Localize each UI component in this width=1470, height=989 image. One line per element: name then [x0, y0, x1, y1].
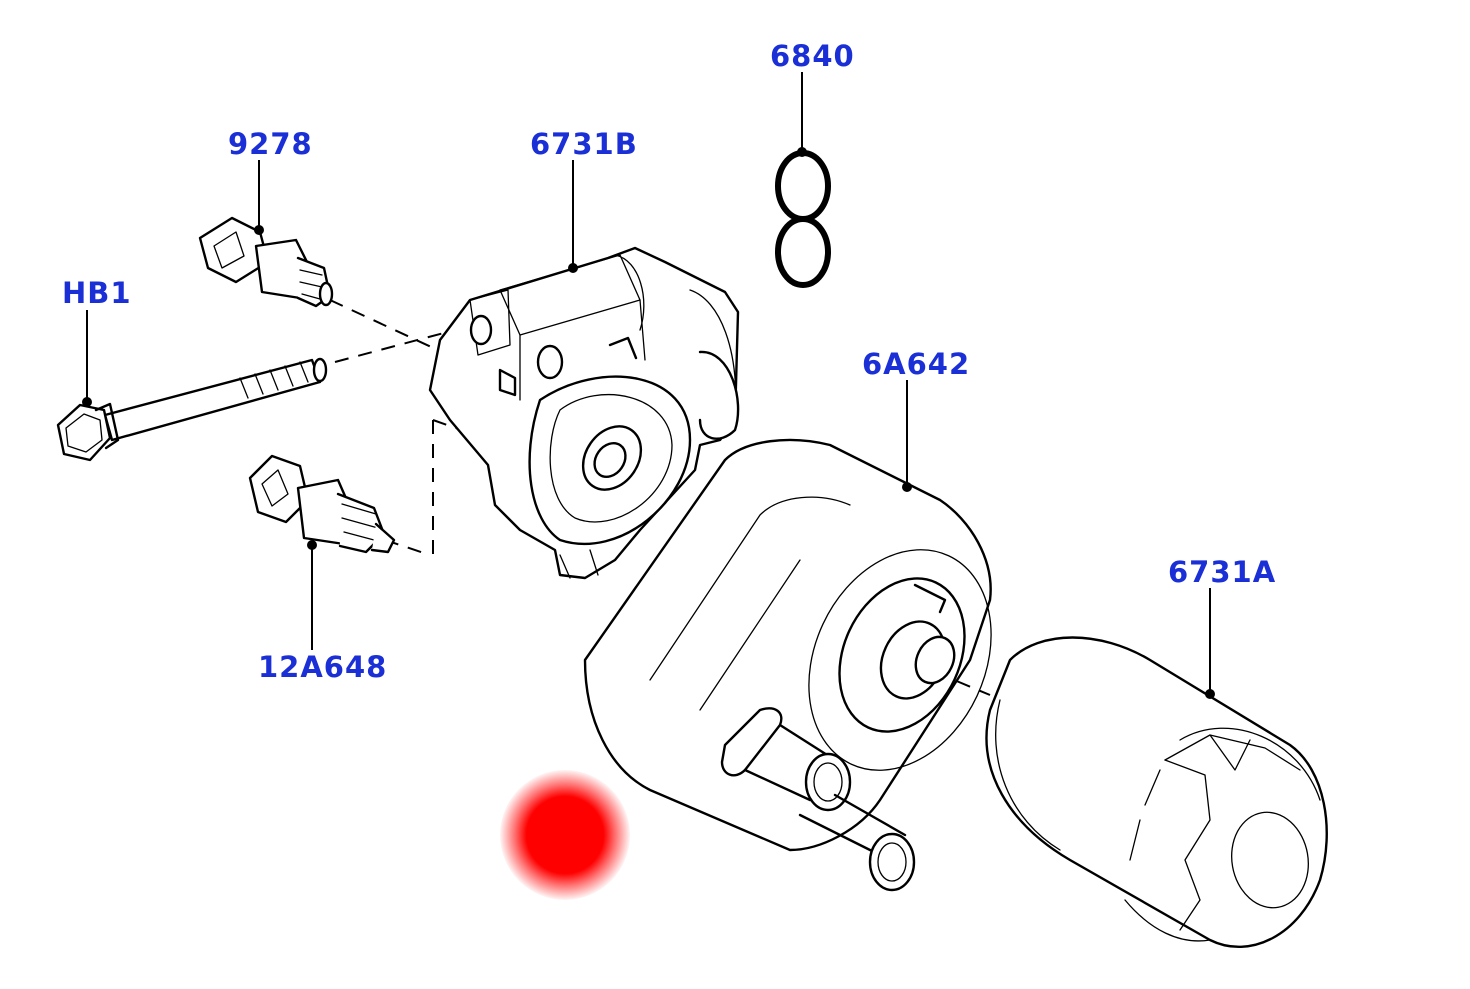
callout-6731A[interactable]: 6731A: [1168, 555, 1277, 589]
callout-6731B[interactable]: 6731B: [530, 127, 638, 161]
callout-12A648[interactable]: 12A648: [258, 650, 388, 684]
o-ring-seals-6840[interactable]: [775, 150, 831, 288]
red-dot-marker-icon: [500, 770, 630, 900]
callout-6840[interactable]: 6840: [770, 39, 855, 73]
leader-lines: [82, 72, 1215, 699]
callout-hb1[interactable]: HB1: [62, 276, 132, 310]
oil-temperature-sensor-12A648[interactable]: [248, 454, 396, 554]
oil-pressure-sensor-9278[interactable]: [198, 216, 334, 308]
bolt-hb1[interactable]: [56, 357, 328, 462]
oil-filter-adapter-6731B[interactable]: [428, 246, 740, 580]
oil-cooler-6A642[interactable]: [583, 438, 1026, 892]
callout-9278[interactable]: 9278: [228, 127, 313, 161]
oil-filter-6731A[interactable]: [985, 636, 1328, 949]
callout-6A642[interactable]: 6A642: [862, 347, 971, 381]
